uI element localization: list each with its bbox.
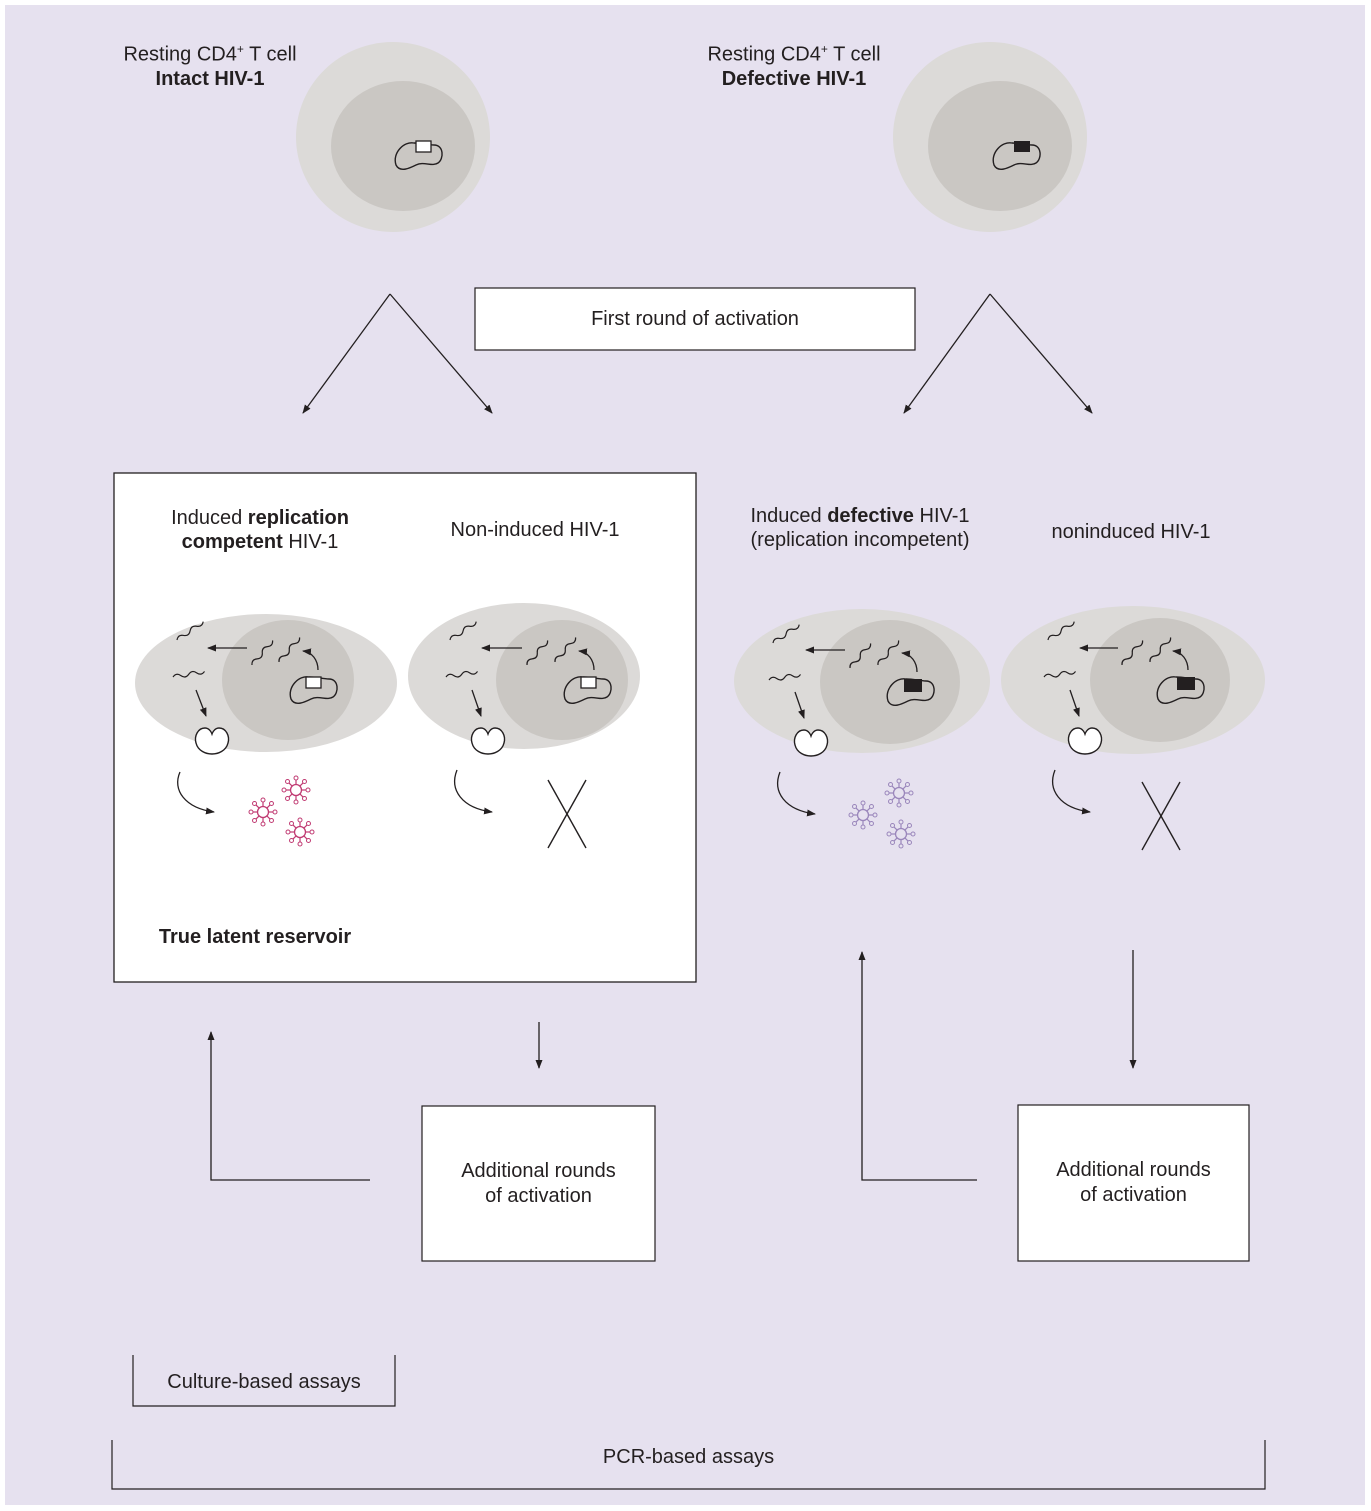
non-induced-left-label: Non-induced HIV-1	[450, 519, 620, 541]
branch-arrows	[302, 293, 1093, 414]
virus-particle-icon	[248, 797, 278, 827]
virion-icons-competent	[248, 775, 315, 847]
defective-virus-particle-icon	[848, 800, 878, 830]
intact-cell-label: Resting CD4+ T cell Intact HIV-1	[123, 42, 297, 90]
defective-cell-label: Resting CD4+ T cell Defective HIV-1	[707, 42, 881, 90]
first-round-label: First round of activation	[591, 307, 799, 330]
defective-virus-particle-icon	[884, 778, 914, 808]
lower-flow-right	[858, 950, 1137, 1181]
top-cell-defective	[893, 42, 1087, 232]
activated-cell-competent	[135, 614, 397, 847]
pcr-based-assays-label: PCR-based assays	[602, 1446, 775, 1468]
defective-virus-particle-icon	[886, 819, 916, 849]
activated-cell-noninduced-left	[408, 603, 640, 849]
defective-provirus-icon	[1014, 141, 1030, 152]
top-cell-intact	[296, 42, 490, 232]
virion-icons-defective	[848, 778, 916, 849]
additional-rounds-right-box	[1017, 1104, 1250, 1262]
virus-particle-icon	[285, 817, 315, 847]
induced-competent-label: Induced replication competent HIV-1	[171, 507, 349, 553]
additional-rounds-left-box	[421, 1105, 656, 1262]
induced-defective-label: Induced defective HIV-1 (replication inc…	[750, 505, 970, 551]
activated-cell-defective	[734, 609, 990, 849]
lower-flow-left	[207, 1022, 543, 1181]
first-round-box	[474, 287, 916, 351]
intact-provirus-icon	[415, 140, 432, 153]
culture-assays-bracket	[132, 1355, 396, 1407]
true-latent-reservoir-label: True latent reservoir	[158, 926, 352, 948]
noninduced-right-label: noninduced HIV-1	[1051, 521, 1211, 543]
activated-cell-noninduced-right	[1001, 606, 1265, 851]
pcr-assays-bracket	[111, 1440, 1266, 1490]
virus-particle-icon	[281, 775, 311, 805]
culture-based-assays-label: Culture-based assays	[167, 1371, 361, 1393]
